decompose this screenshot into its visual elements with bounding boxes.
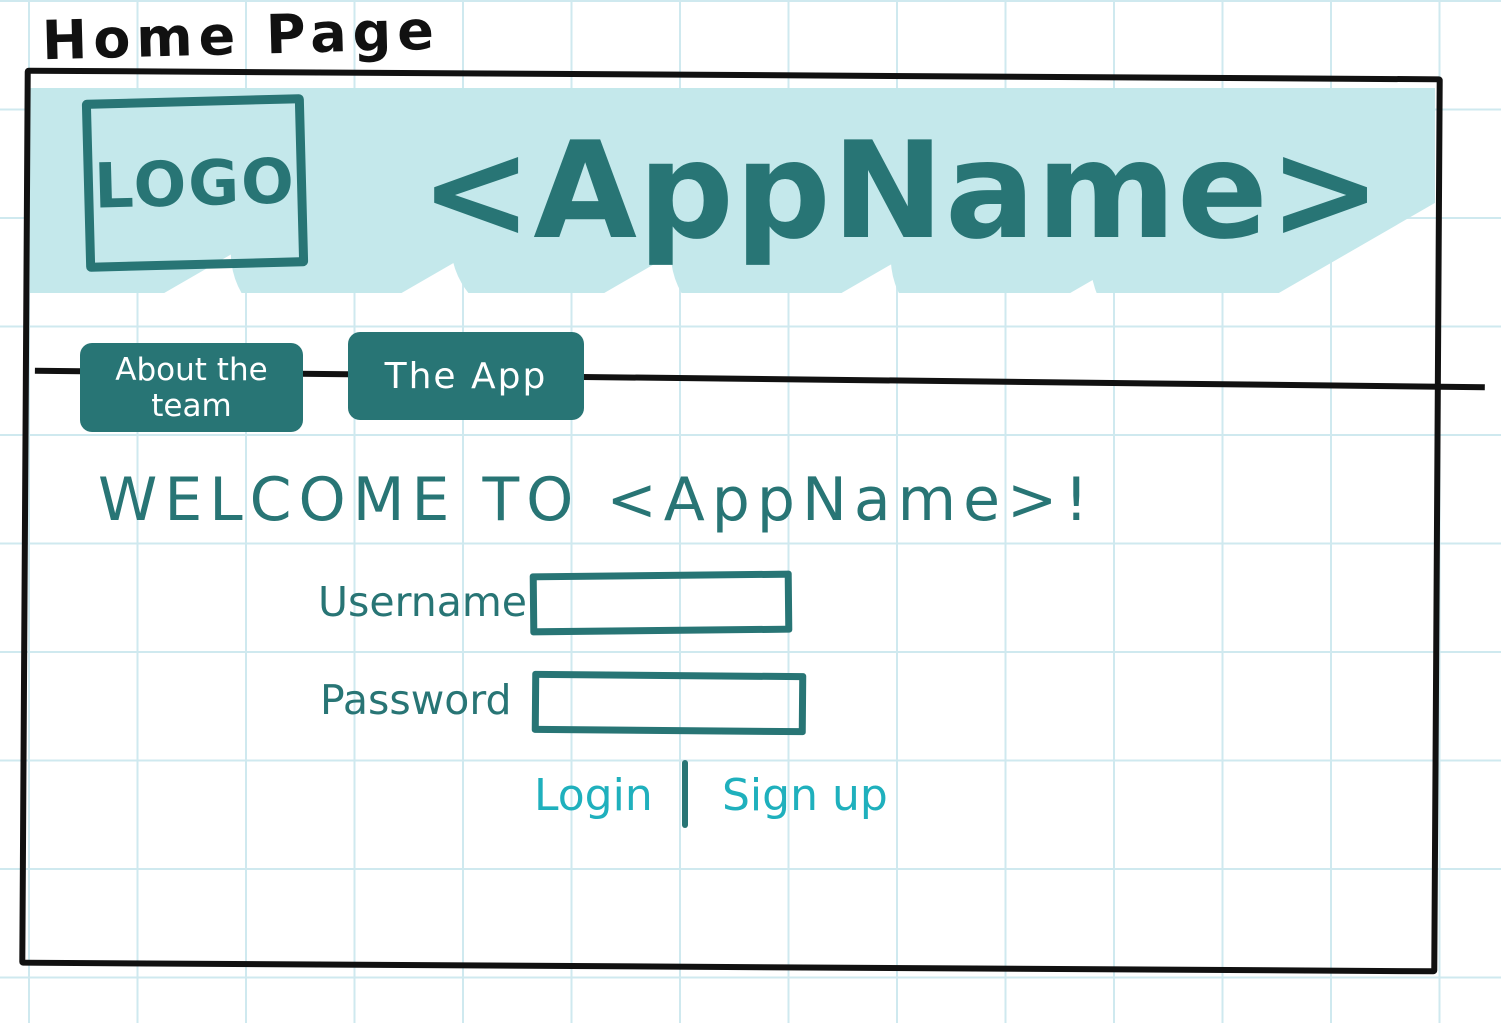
login-link[interactable]: Login xyxy=(534,770,653,821)
username-label: Username xyxy=(318,578,528,626)
logo-text: LOGO xyxy=(93,143,297,223)
password-label: Password xyxy=(320,676,512,724)
sheet-title: Home Page xyxy=(41,0,441,73)
about-the-team-button[interactable]: About the team xyxy=(80,343,303,432)
link-separator xyxy=(682,760,688,828)
welcome-heading: WELCOME TO <AppName>! xyxy=(98,465,1096,535)
password-input[interactable] xyxy=(531,670,807,736)
username-input[interactable] xyxy=(529,570,793,636)
sign-up-link[interactable]: Sign up xyxy=(722,770,888,821)
logo[interactable]: LOGO xyxy=(81,94,309,272)
the-app-button[interactable]: The App xyxy=(348,332,584,420)
app-name-title: <AppName> xyxy=(420,113,1383,269)
